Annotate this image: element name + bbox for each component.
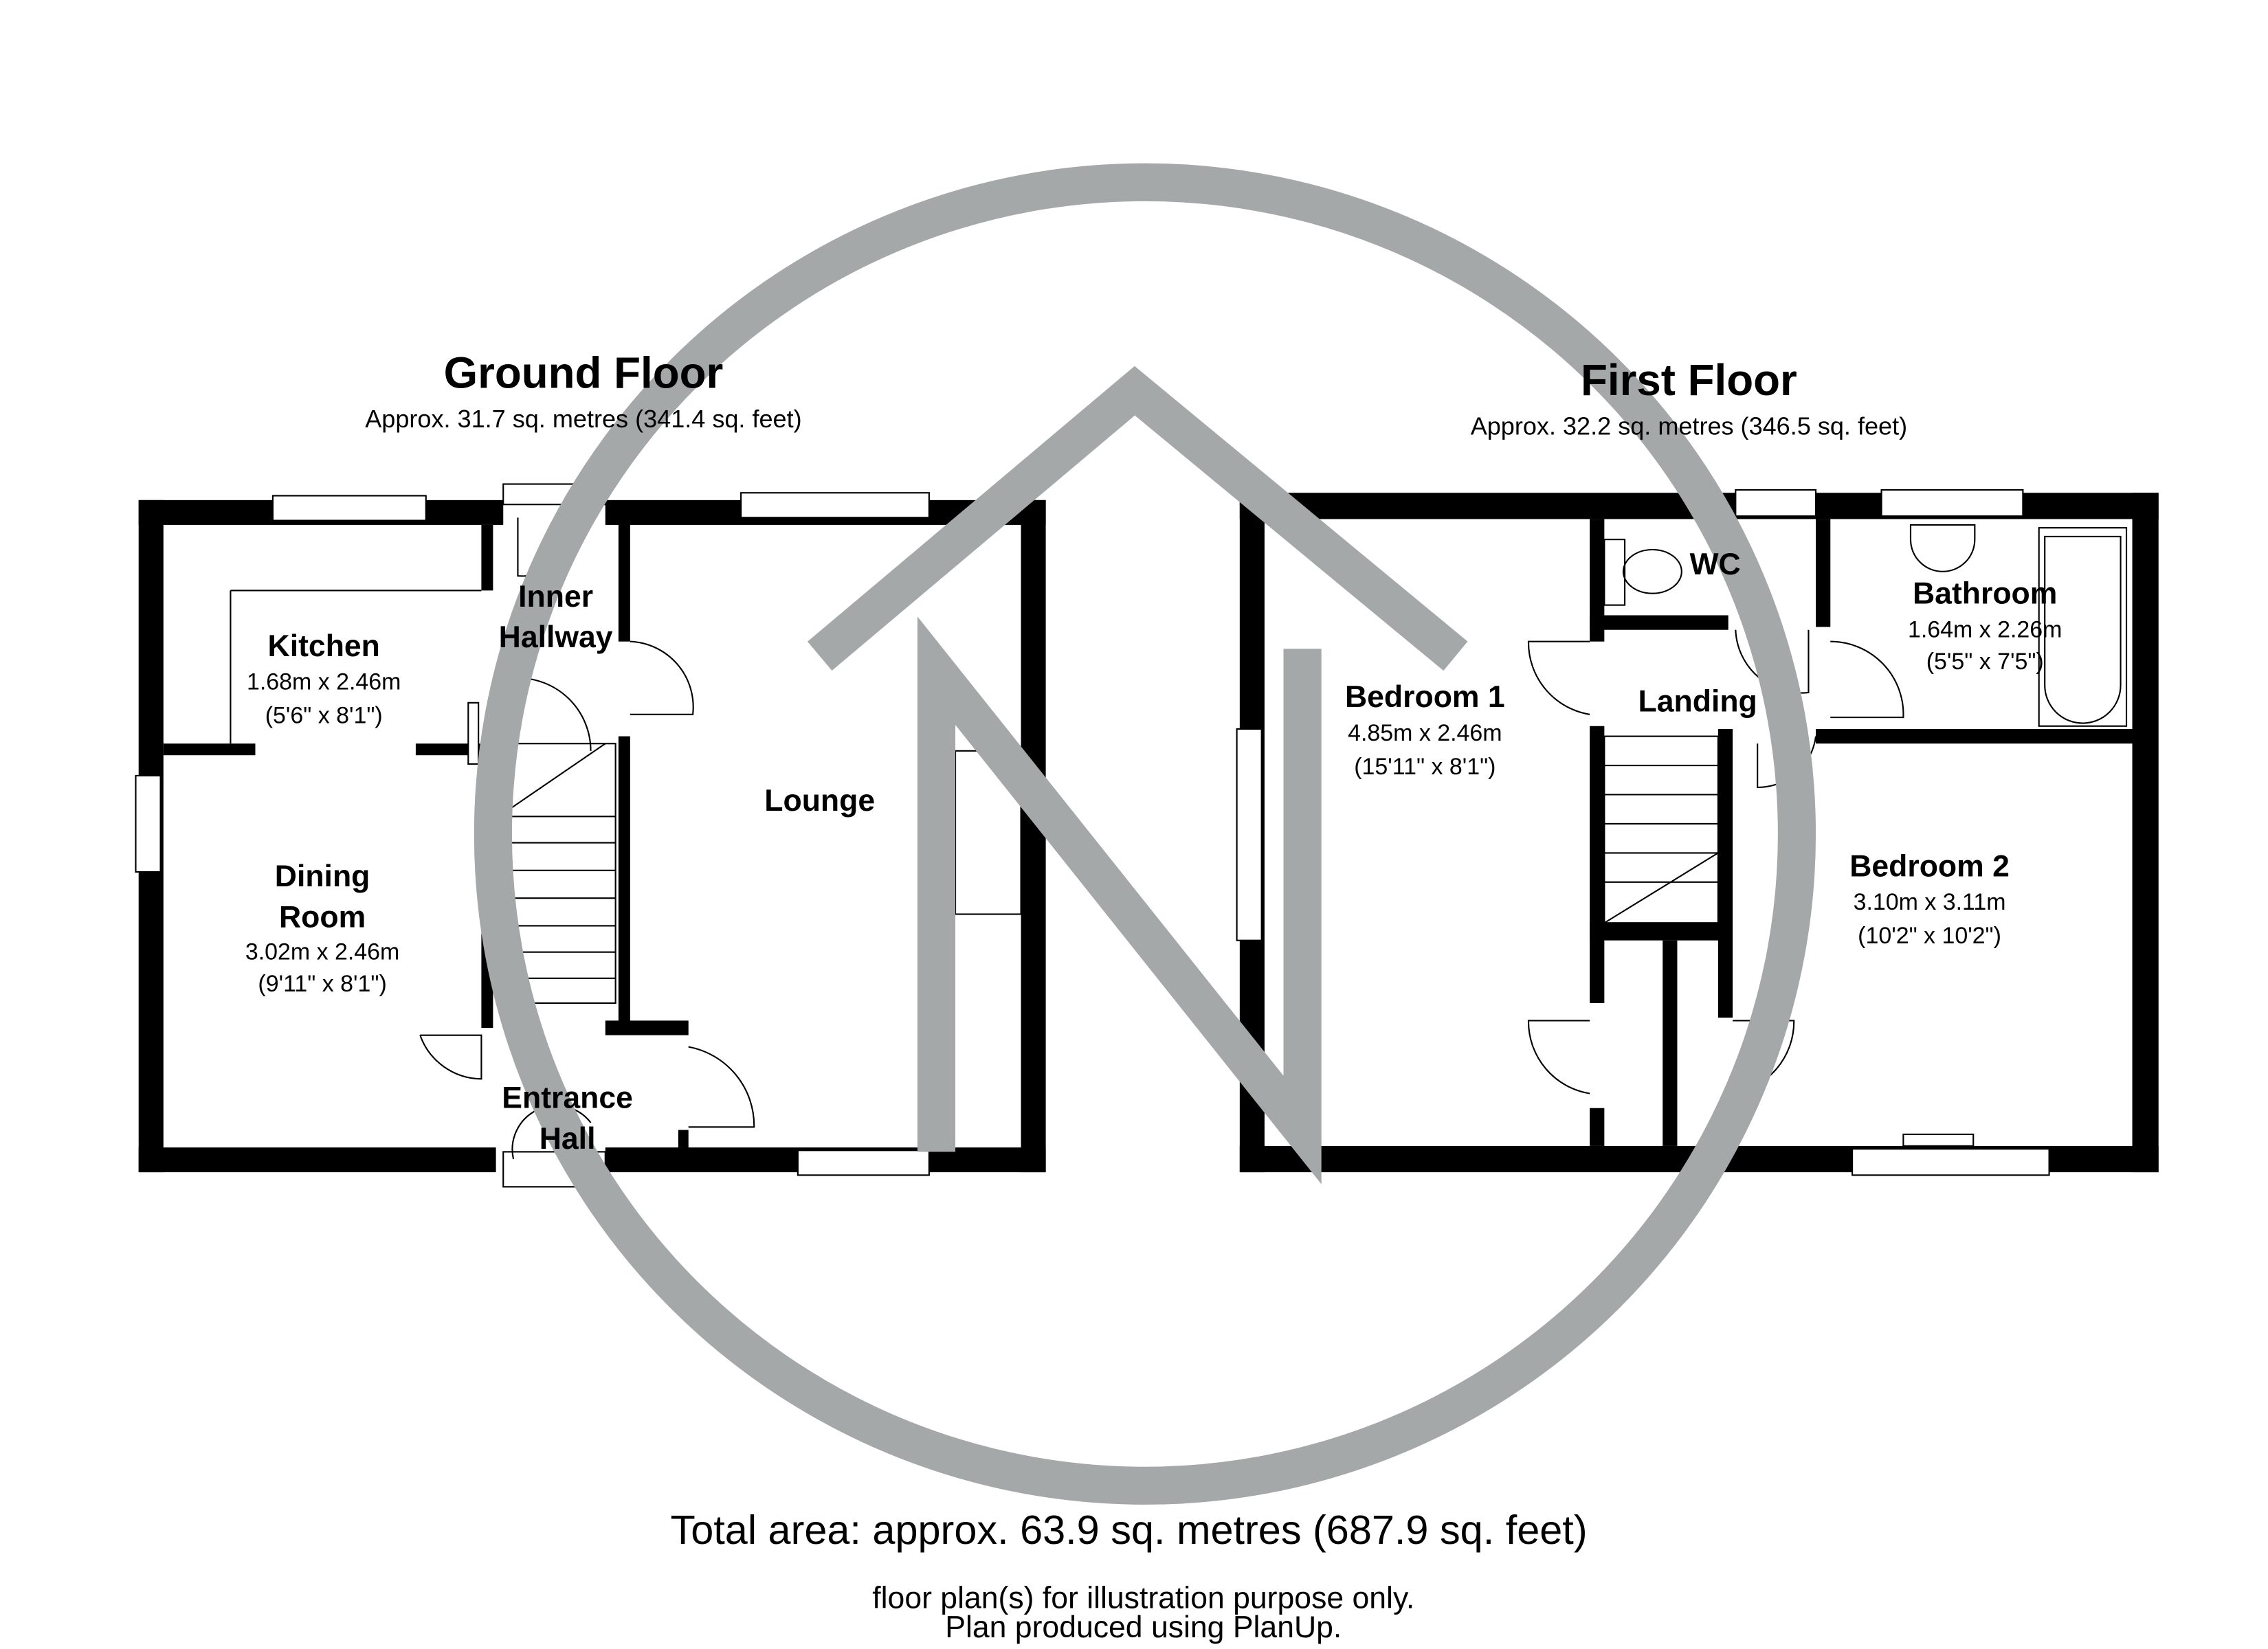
- window: [740, 492, 930, 519]
- credit: Plan produced using PlanUp.: [945, 1611, 1342, 1644]
- stairs: [498, 743, 616, 979]
- room-size-imperial: (15'11" x 8'1"): [1354, 754, 1496, 780]
- window: [135, 774, 162, 873]
- room-size-metric: 1.64m x 2.26m: [1908, 616, 2062, 642]
- room-name: Kitchen: [268, 629, 380, 663]
- stairs: [1603, 764, 1719, 924]
- room-size-imperial: (10'2" x 10'2"): [1858, 923, 2001, 949]
- room-size-metric: 4.85m x 2.46m: [1348, 720, 1502, 746]
- ground-floor-area: Approx. 31.7 sq. metres (341.4 sq. feet): [365, 405, 801, 433]
- first-floor-area: Approx. 32.2 sq. metres (346.5 sq. feet): [1471, 412, 1907, 440]
- room-name: Bedroom 2: [1849, 849, 2010, 883]
- window: [1852, 1148, 2050, 1176]
- room-name: Hall: [540, 1122, 596, 1156]
- watermark-logo: [474, 163, 1816, 1505]
- window: [1735, 489, 1817, 517]
- room-name: Dining: [275, 860, 370, 893]
- room-size-imperial: (5'6" x 8'1"): [265, 703, 383, 729]
- room-size-metric: 3.10m x 3.11m: [1854, 889, 2006, 915]
- room-name: Entrance: [502, 1081, 633, 1115]
- bath: [2038, 527, 2128, 727]
- window: [797, 1149, 930, 1176]
- room-size-metric: 3.02m x 2.46m: [245, 939, 399, 965]
- room-name: Inner: [518, 580, 593, 614]
- room-size-metric: 1.68m x 2.46m: [247, 669, 401, 695]
- room-name: WC: [1690, 548, 1741, 581]
- total-area: Total area: approx. 63.9 sq. metres (687…: [671, 1507, 1588, 1553]
- first-floor-title: First Floor: [1581, 356, 1797, 405]
- window: [1236, 728, 1263, 941]
- room-name: Lounge: [764, 784, 875, 818]
- room-name: Landing: [1638, 685, 1757, 719]
- toilet: [1603, 539, 1626, 606]
- basin: [1909, 524, 1976, 572]
- room-name: Room: [279, 901, 366, 934]
- ground-floor-title: Ground Floor: [444, 348, 724, 397]
- first-floor-plan: [1236, 489, 2159, 1176]
- room-size-imperial: (5'5" x 7'5"): [1926, 649, 2044, 675]
- disclaimer: floor plan(s) for illustration purpose o…: [872, 1582, 1414, 1615]
- window: [271, 495, 427, 521]
- room-name: Bedroom 1: [1345, 680, 1505, 714]
- room-size-imperial: (9'11" x 8'1"): [258, 971, 386, 997]
- window: [1880, 489, 2024, 517]
- room-name: Bathroom: [1913, 577, 2057, 611]
- room-name: Hallway: [499, 620, 613, 654]
